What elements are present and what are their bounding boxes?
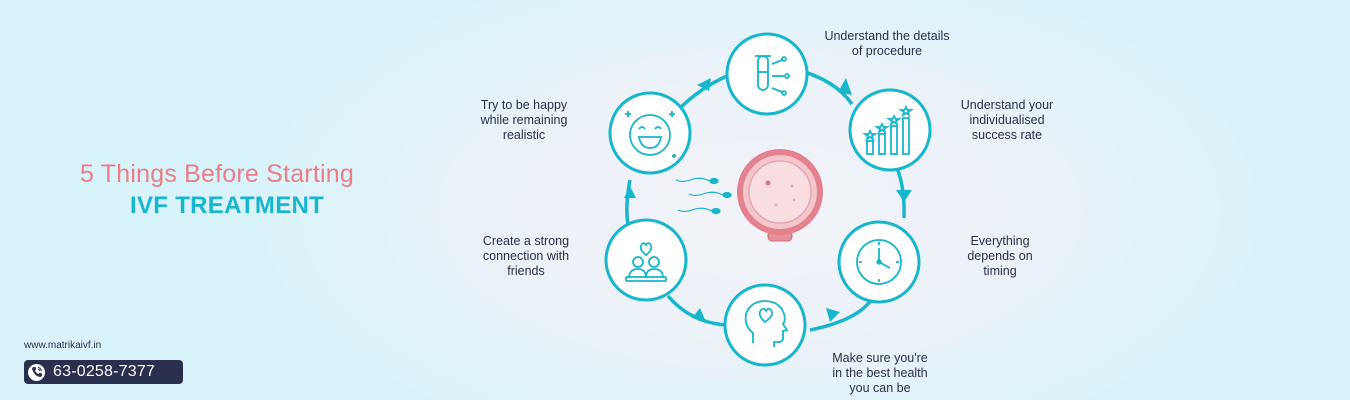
phone-icon	[28, 363, 45, 381]
sperm-illustration	[675, 177, 732, 215]
step-6-node	[608, 91, 692, 175]
happy-face-icon	[625, 111, 676, 158]
bar-chart-stars-icon	[862, 104, 914, 155]
phone-number: 63-0258-7377	[53, 363, 156, 380]
page-subtitle: IVF TREATMENT	[130, 192, 325, 219]
test-tube-icon	[755, 55, 790, 96]
step-2-node	[848, 88, 932, 172]
website-link[interactable]: www.matrikaivf.in	[24, 340, 102, 351]
page-title: 5 Things Before Starting	[80, 160, 354, 188]
brain-heart-icon	[744, 300, 789, 347]
clock-icon	[856, 239, 902, 285]
step-4-node	[723, 283, 807, 367]
friends-heart-icon	[625, 242, 667, 282]
step-5-node	[604, 218, 688, 302]
step-3-node	[837, 220, 921, 304]
step-1-node	[725, 32, 809, 116]
cycle-arrowheads	[624, 78, 912, 322]
egg-illustration	[737, 149, 823, 242]
phone-badge[interactable]: 63-0258-7377	[24, 360, 183, 384]
